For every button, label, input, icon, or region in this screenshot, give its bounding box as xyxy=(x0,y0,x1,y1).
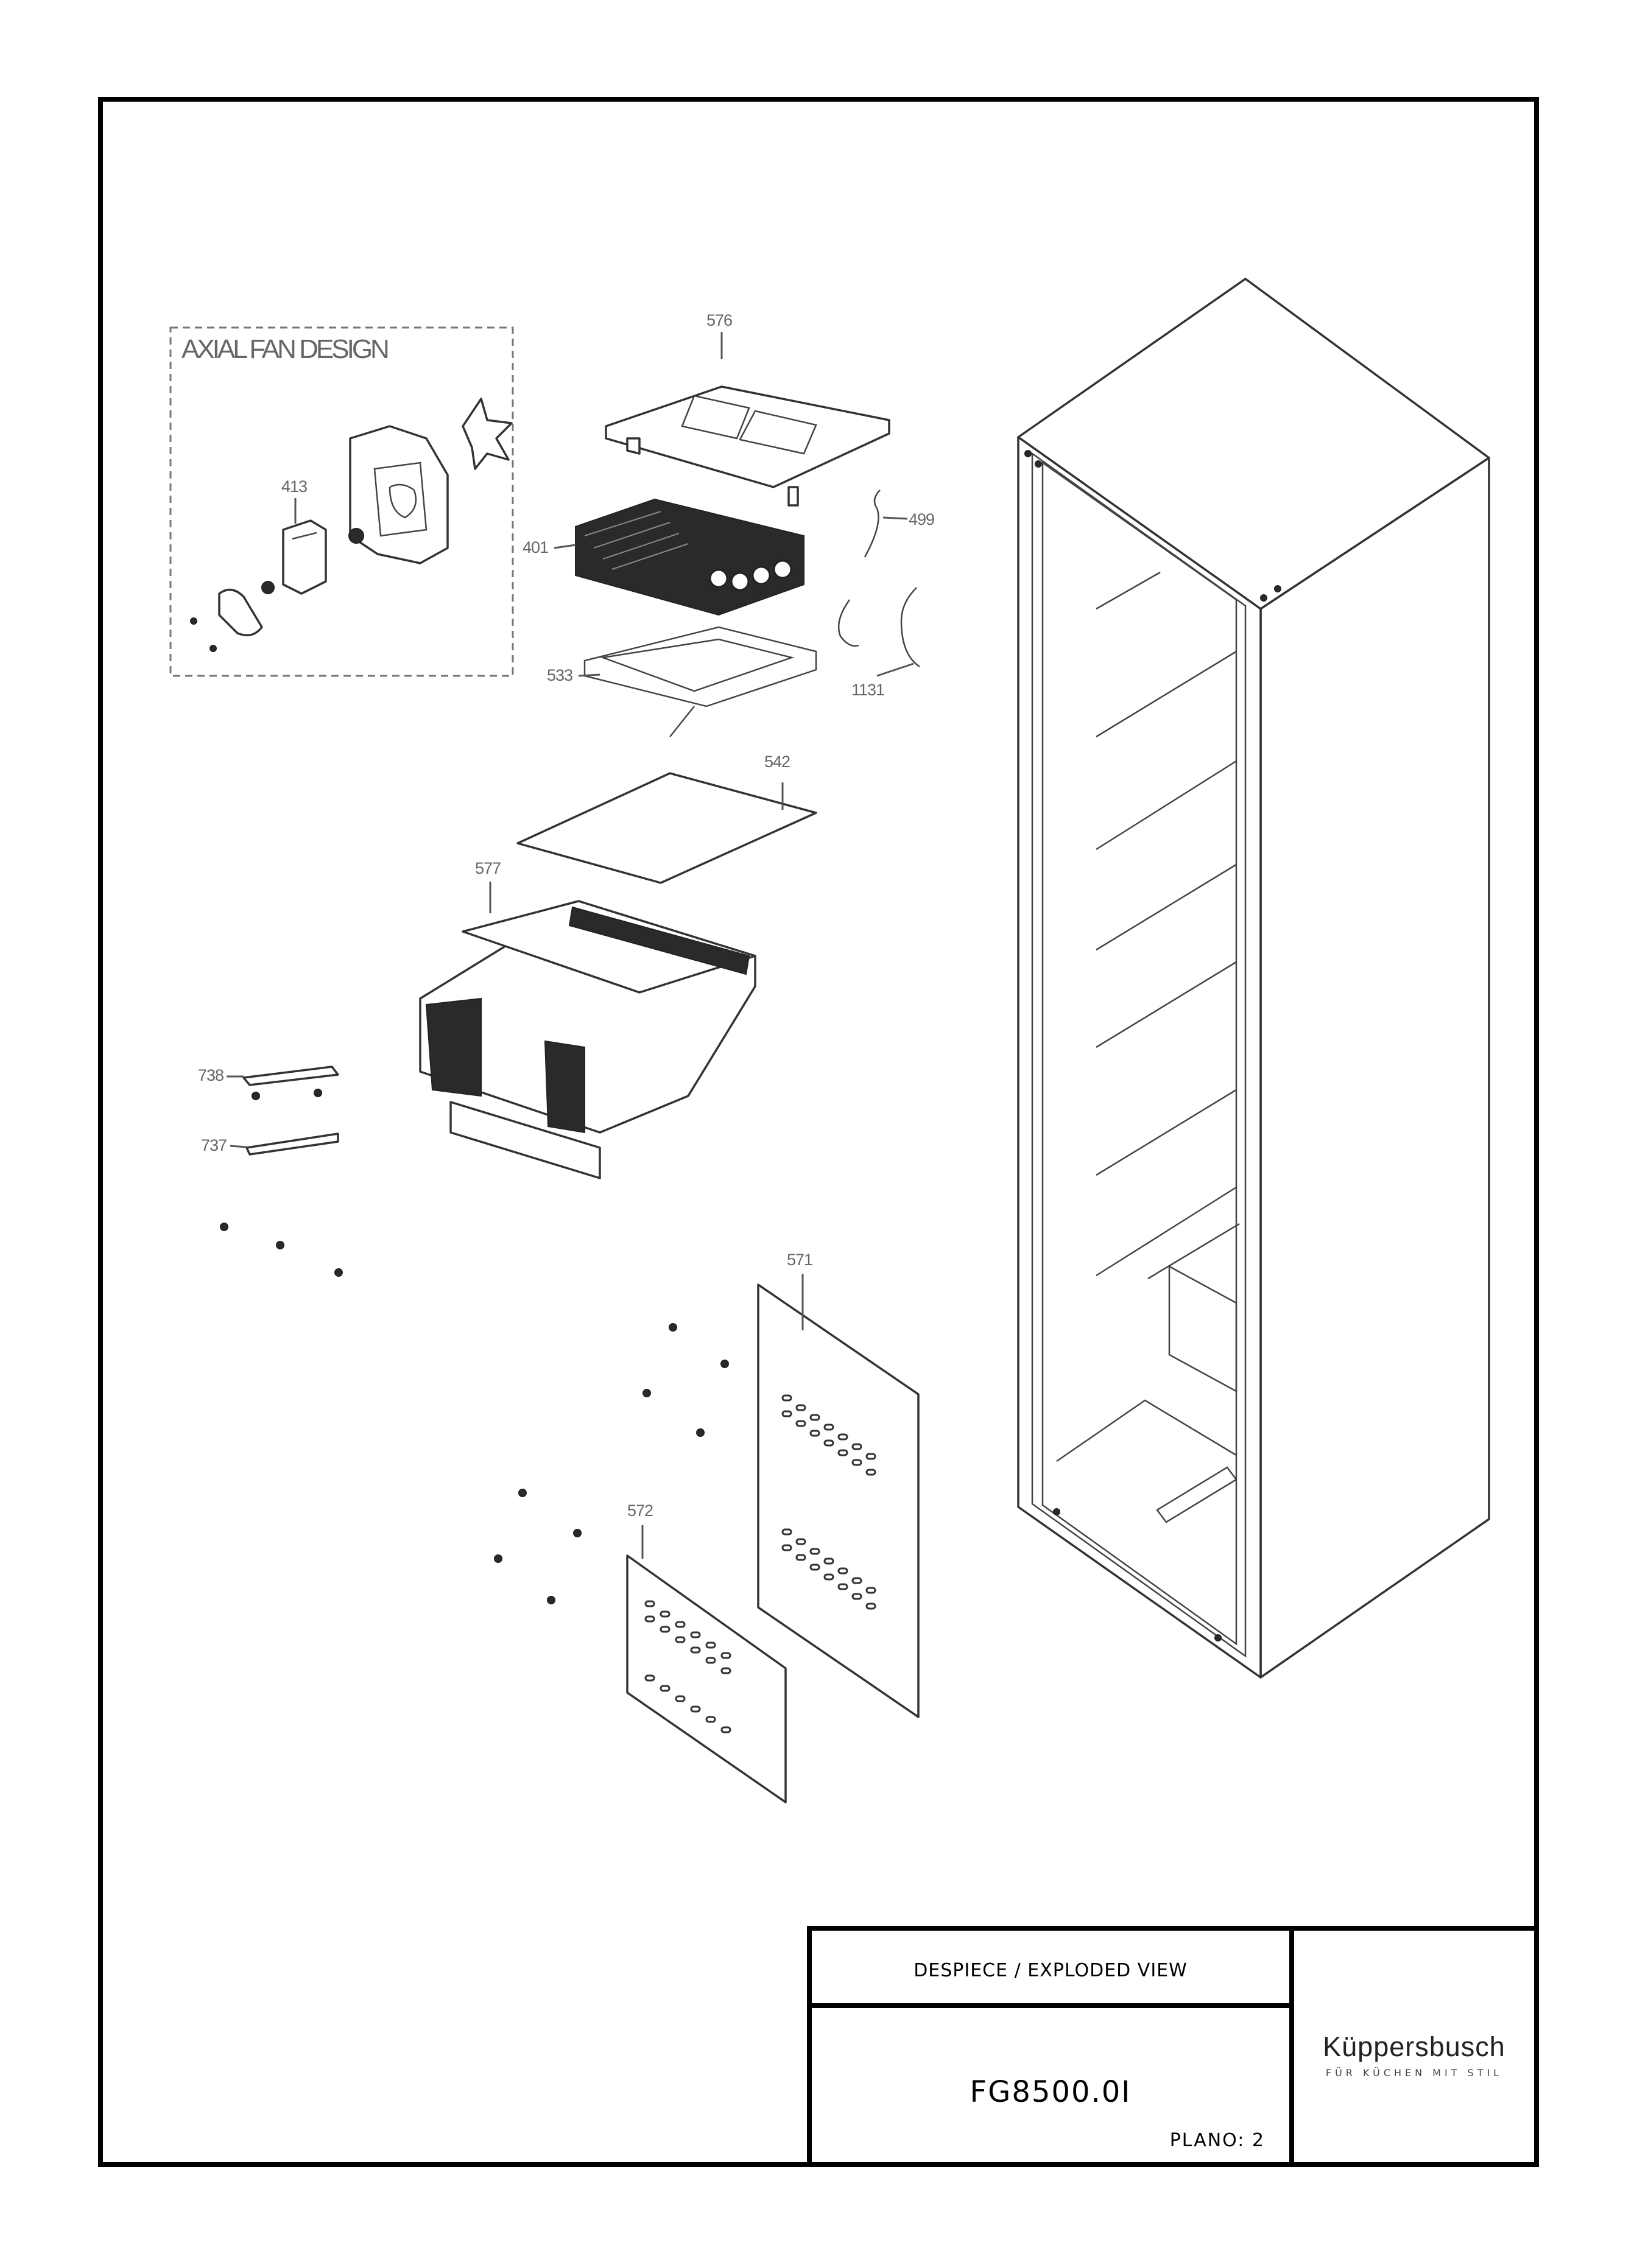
title-block: DESPIECE / EXPLODED VIEW FG8500.0I PLANO… xyxy=(807,1926,1539,2167)
part-572-lower-panel xyxy=(626,1554,787,1803)
part-738 xyxy=(242,1066,339,1100)
part-576-evaporator-cover xyxy=(605,385,890,507)
callout-738: 738 xyxy=(198,1066,224,1084)
callout-737: 737 xyxy=(201,1136,227,1154)
axial-fan-inset: AXIAL FAN DESIGN xyxy=(169,326,514,677)
sheet-number: PLANO: 2 xyxy=(1169,2130,1265,2151)
title-block-brand-cell: Küppersbusch FÜR KÜCHEN MIT STIL xyxy=(1289,1926,1539,2167)
part-533-defrost-heater xyxy=(583,626,817,737)
drawing-description: DESPIECE / EXPLODED VIEW xyxy=(914,1960,1188,1981)
brand-logo: Küppersbusch xyxy=(1323,2031,1505,2062)
vent-slots-upper xyxy=(781,1394,876,1476)
callout-1131: 1131 xyxy=(851,681,884,699)
part-499-clip xyxy=(864,490,881,558)
part-542-plate xyxy=(516,772,817,884)
part-577-evaporator-housing xyxy=(419,900,756,1179)
vent-slots-572 xyxy=(644,1600,731,1733)
callout-542: 542 xyxy=(764,753,790,771)
callout-413: 413 xyxy=(281,477,307,496)
brand-tagline: FÜR KÜCHEN MIT STIL xyxy=(1325,2067,1503,2079)
callout-571: 571 xyxy=(787,1251,812,1269)
callout-572: 572 xyxy=(627,1501,653,1520)
callout-533: 533 xyxy=(547,666,572,684)
part-571-rear-panel xyxy=(757,1283,920,1718)
model-number: FG8500.0I xyxy=(970,2075,1132,2109)
callout-577: 577 xyxy=(475,859,501,877)
part-737 xyxy=(245,1132,339,1156)
part-401-evaporator xyxy=(575,498,804,616)
callout-576: 576 xyxy=(706,311,732,329)
part-1131-clip xyxy=(837,587,920,668)
vent-slots-lower xyxy=(781,1528,876,1610)
screws xyxy=(220,1223,729,1604)
fan-blade-icon xyxy=(462,398,513,470)
cabinet xyxy=(1017,278,1490,1679)
callout-401: 401 xyxy=(523,538,548,556)
callout-499: 499 xyxy=(909,510,934,528)
title-block-description-cell: DESPIECE / EXPLODED VIEW xyxy=(807,1926,1294,2008)
axial-fan-title: AXIAL FAN DESIGN xyxy=(181,334,388,364)
title-block-model-cell: FG8500.0I PLANO: 2 xyxy=(807,2003,1294,2167)
